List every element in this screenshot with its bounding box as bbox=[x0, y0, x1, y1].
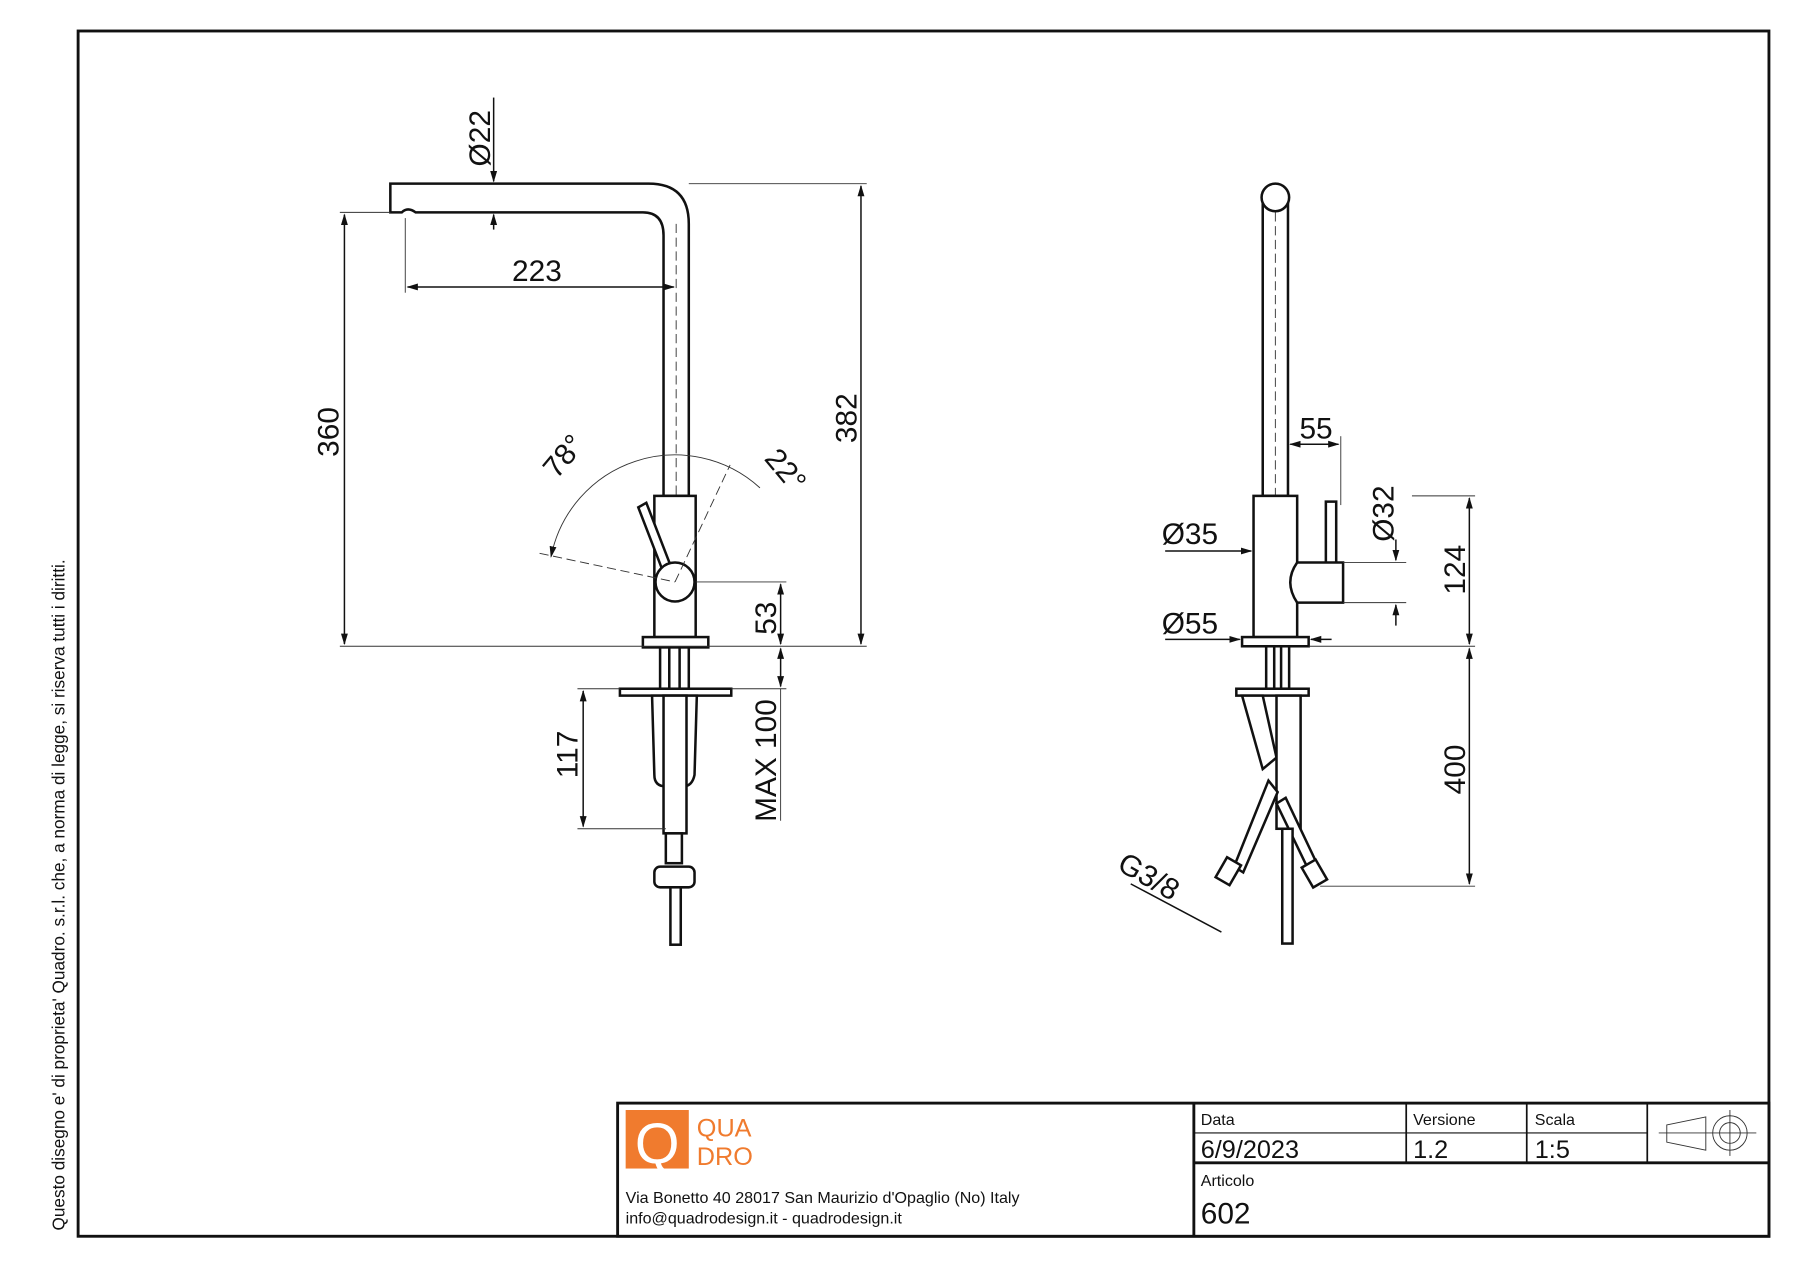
dim-53: 53 bbox=[750, 602, 783, 635]
article-value: 602 bbox=[1201, 1198, 1251, 1231]
thread-g38: G3/8 bbox=[1112, 846, 1185, 907]
angle-22: 22° bbox=[758, 442, 812, 498]
logo-text-top: QUA bbox=[697, 1114, 752, 1142]
projection-symbol-icon bbox=[1658, 1110, 1757, 1156]
dim-124: 124 bbox=[1439, 545, 1472, 595]
dim-dia-35: Ø35 bbox=[1162, 518, 1218, 551]
dim-dia-32: Ø32 bbox=[1368, 485, 1401, 541]
logo-letter: Q bbox=[635, 1112, 680, 1176]
version-value: 1.2 bbox=[1413, 1136, 1448, 1164]
dim-max-100: MAX 100 bbox=[750, 699, 783, 822]
spout bbox=[389, 182, 691, 498]
spout-tip bbox=[1260, 182, 1291, 213]
logo-mark bbox=[625, 1110, 689, 1169]
scale-label: Scala bbox=[1535, 1111, 1575, 1129]
front-view: 360 382 223 Ø22 78° 22° 53 MAX 100 117 bbox=[313, 97, 867, 946]
copyright-notice: Questo disegno e' di proprieta' Quadro. … bbox=[48, 559, 68, 1230]
dim-dia-22: Ø22 bbox=[464, 110, 497, 166]
dim-55-offset: 55 bbox=[1299, 412, 1332, 445]
scale-value: 1:5 bbox=[1535, 1136, 1570, 1164]
article-label: Articolo bbox=[1201, 1172, 1255, 1190]
dim-117: 117 bbox=[551, 731, 584, 779]
dim-dia-55: Ø55 bbox=[1162, 608, 1218, 641]
dim-360: 360 bbox=[313, 407, 346, 457]
contact: info@quadrodesign.it - quadrodesign.it bbox=[626, 1210, 903, 1228]
title-block: Q QUA DRO Via Bonetto 40 28017 San Mauri… bbox=[616, 1101, 1771, 1238]
address: Via Bonetto 40 28017 San Maurizio d'Opag… bbox=[626, 1189, 1020, 1207]
drawing-frame bbox=[76, 29, 1771, 1238]
version-label: Versione bbox=[1413, 1111, 1476, 1129]
date-label: Data bbox=[1201, 1111, 1235, 1129]
date-value: 6/9/2023 bbox=[1201, 1136, 1299, 1164]
dim-382: 382 bbox=[830, 393, 863, 443]
angle-78: 78° bbox=[537, 429, 591, 485]
dim-223: 223 bbox=[512, 255, 562, 288]
logo-text-bottom: DRO bbox=[697, 1143, 753, 1171]
dim-400: 400 bbox=[1439, 745, 1472, 795]
side-view: 55 Ø32 Ø35 Ø55 124 400 G3/8 bbox=[1112, 182, 1476, 945]
